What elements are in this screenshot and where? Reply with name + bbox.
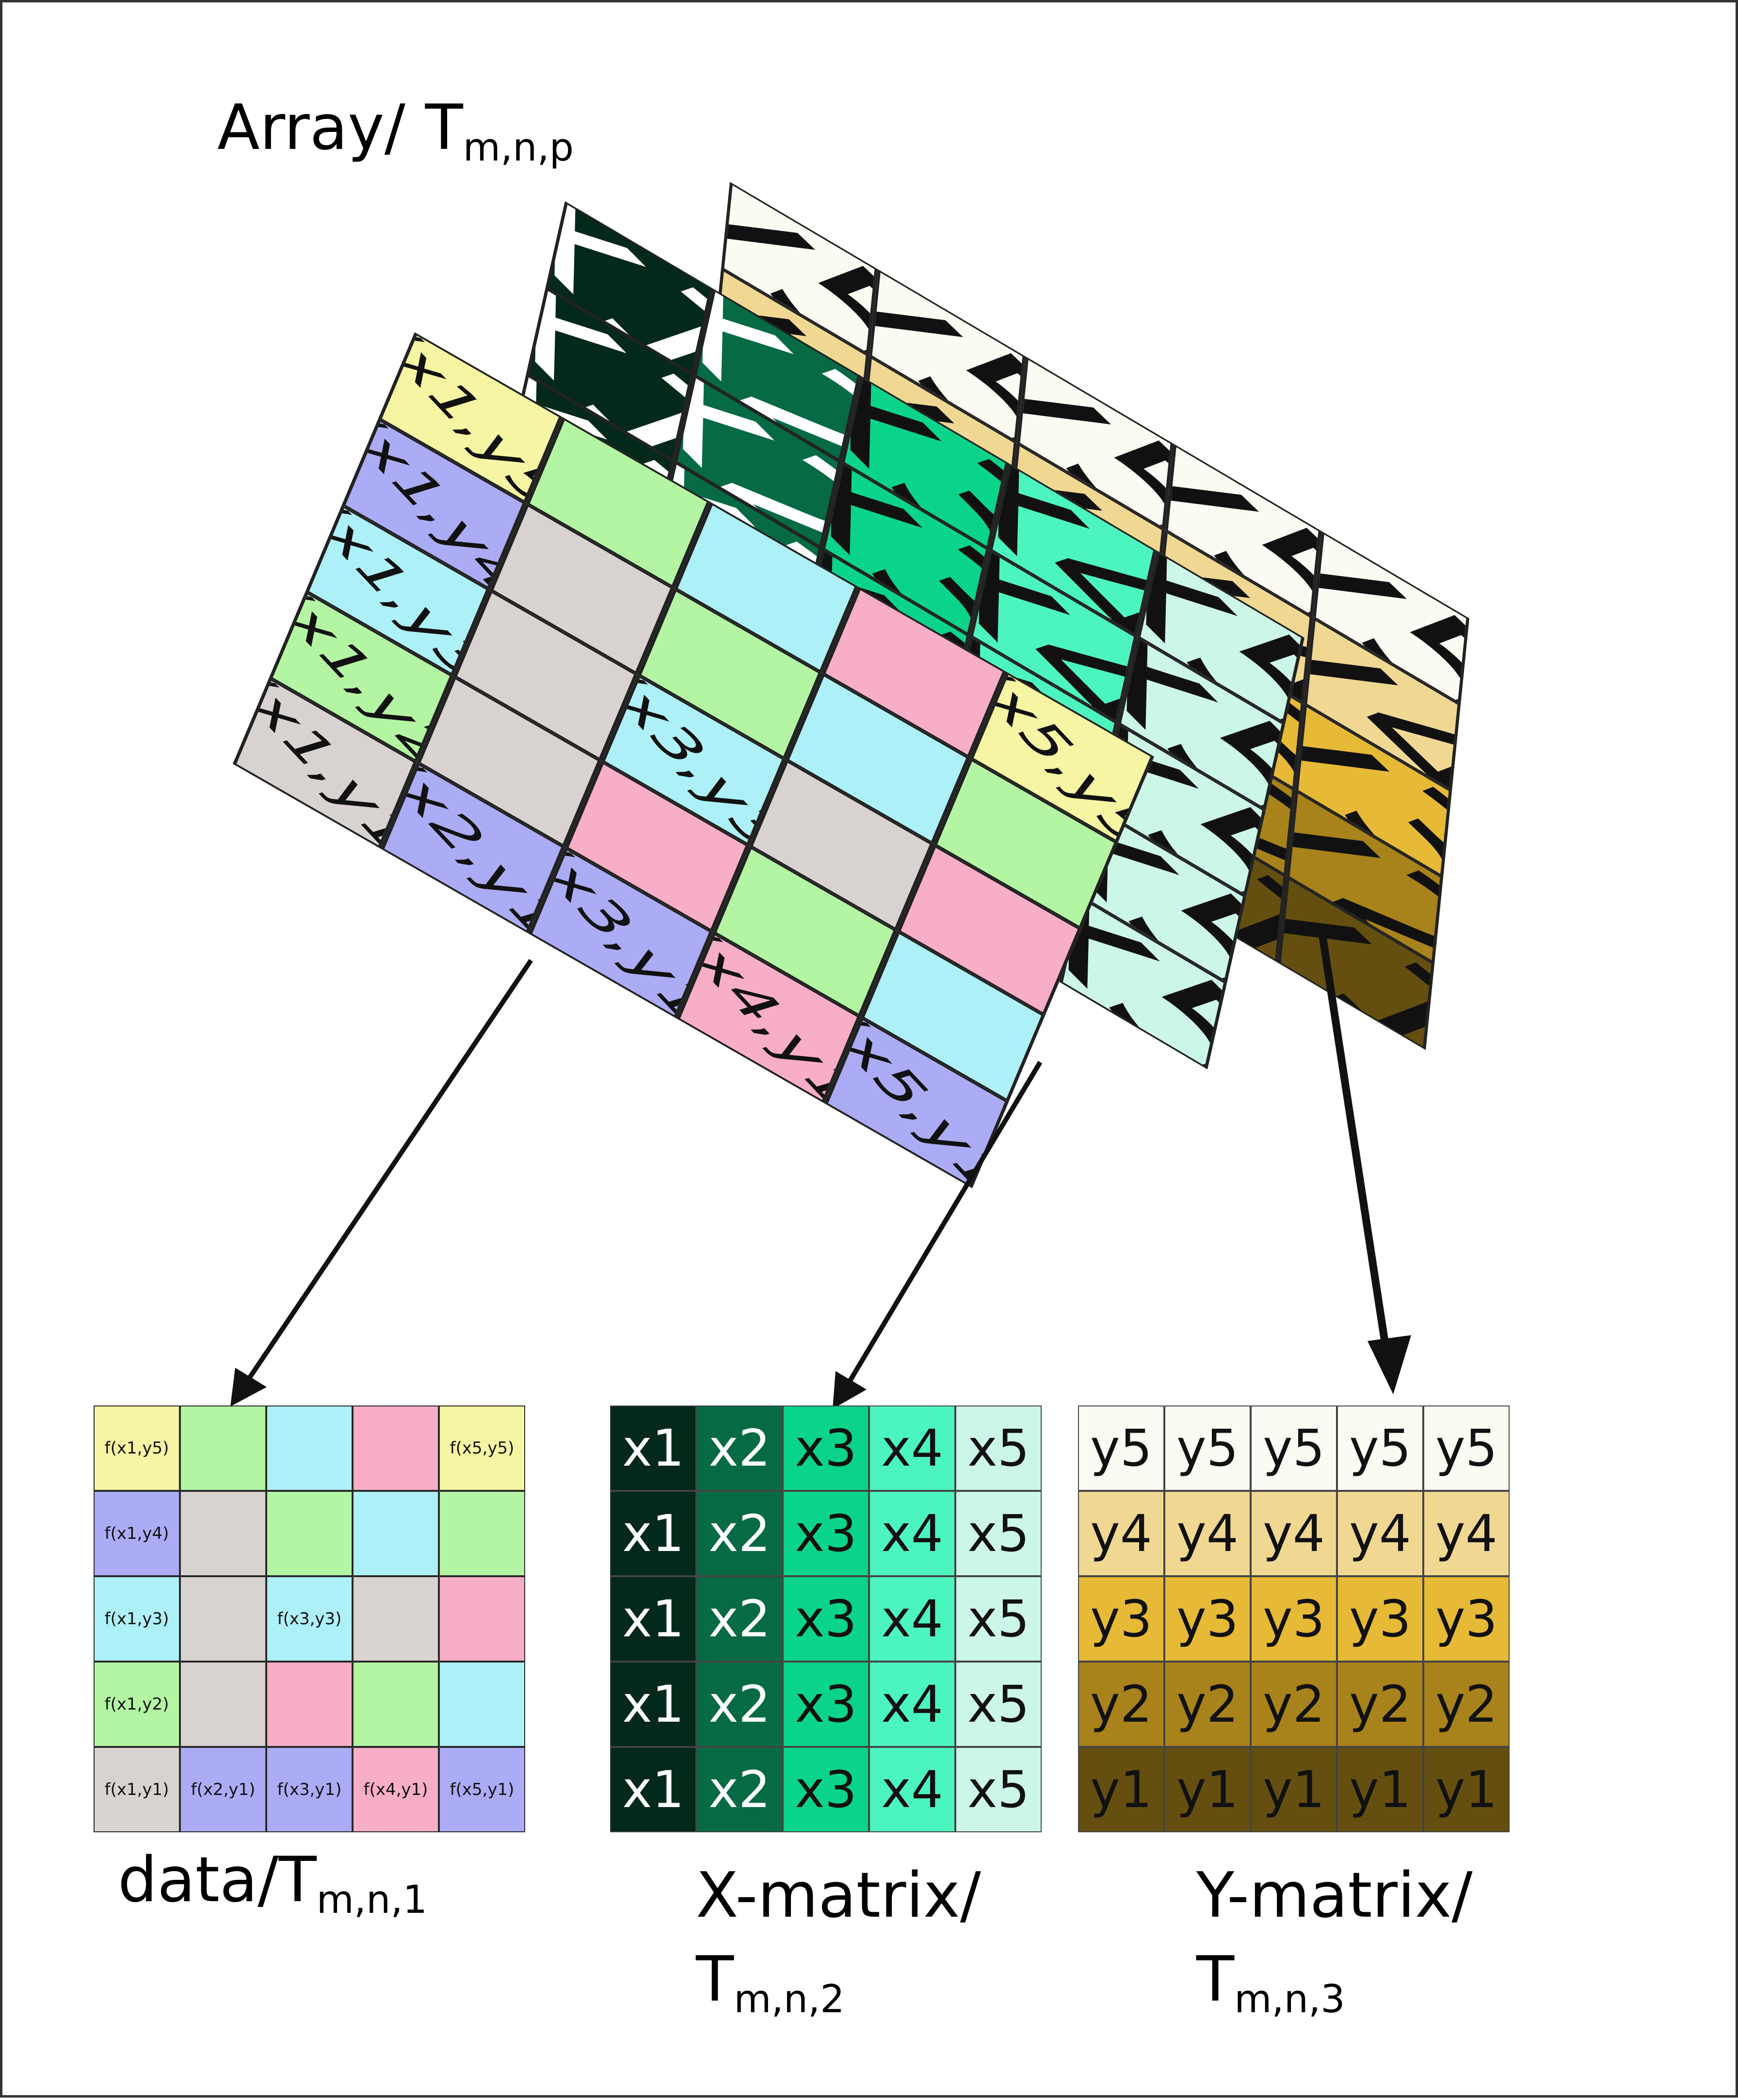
array-title-sub: m,n,p — [463, 124, 574, 170]
data-cell — [439, 1491, 525, 1576]
data-cell: f(x5,y1) — [439, 1747, 525, 1832]
data-cell: f(x1,y4) — [94, 1491, 180, 1576]
y-cell: y4 — [1423, 1491, 1510, 1576]
y-cell: y4 — [1337, 1491, 1423, 1576]
y-cell: y5 — [1337, 1405, 1423, 1491]
x-matrix-label-line1: X-matrix/ — [696, 1859, 981, 1932]
data-cell — [180, 1491, 266, 1576]
data-cell: f(x1,y3) — [94, 1576, 180, 1662]
x-matrix-label-line2: Tm,n,2 — [696, 1938, 981, 2025]
data-cell — [353, 1576, 439, 1662]
y-cell: y1 — [1164, 1747, 1251, 1832]
y-matrix-label: Y-matrix/ Tm,n,3 — [1196, 1854, 1473, 2025]
y-matrix-label-sub: m,n,3 — [1234, 1976, 1345, 2021]
y-matrix-label-line2: Tm,n,3 — [1196, 1938, 1473, 2025]
data-cell — [180, 1576, 266, 1662]
array-title: Array/ Tm,n,p — [217, 97, 574, 166]
x-cell: x2 — [696, 1747, 783, 1832]
data-label-sub: m,n,1 — [316, 1876, 428, 1922]
y-cell: y4 — [1078, 1491, 1164, 1576]
y-cell: y2 — [1251, 1662, 1337, 1747]
y-cell: y5 — [1078, 1405, 1164, 1491]
x-cell: x1 — [610, 1662, 696, 1747]
data-label: data/Tm,n,1 — [118, 1849, 427, 1919]
y-cell: y3 — [1078, 1576, 1164, 1662]
x-cell: x1 — [610, 1747, 696, 1832]
data-cell — [180, 1662, 266, 1747]
x-cell: x2 — [696, 1662, 783, 1747]
x-cell: x5 — [955, 1662, 1042, 1747]
y-cell: y2 — [1423, 1662, 1510, 1747]
data-cell: f(x1,y1) — [94, 1747, 180, 1832]
data-cell — [353, 1491, 439, 1576]
x-cell: x3 — [783, 1576, 869, 1662]
y-cell: y1 — [1423, 1747, 1510, 1832]
data-cell — [439, 1576, 525, 1662]
x-cell: x3 — [783, 1747, 869, 1832]
x-cell: x1 — [610, 1405, 696, 1491]
y-cell: y4 — [1164, 1491, 1251, 1576]
x-cell: x5 — [955, 1491, 1042, 1576]
x-cell: x5 — [955, 1576, 1042, 1662]
data-cell: f(x3,y1) — [266, 1747, 353, 1832]
arrow-to-y-matrix — [1318, 928, 1411, 1394]
data-cell — [180, 1405, 266, 1491]
x-cell: x3 — [783, 1405, 869, 1491]
y-cell: y5 — [1164, 1405, 1251, 1491]
arrow-to-x-matrix — [833, 1061, 1043, 1409]
data-cell: f(x3,y3) — [266, 1576, 353, 1662]
x-cell: x4 — [869, 1491, 955, 1576]
x-cell: x3 — [783, 1491, 869, 1576]
data-matrix: f(x1,y5) f(x5,y5) f(x1,y4)f(x1,y3) f(x3,y3)… — [94, 1405, 525, 1832]
x-cell: x5 — [955, 1747, 1042, 1832]
array-title-main: Array/ T — [217, 92, 463, 164]
y-cell: y1 — [1078, 1747, 1164, 1832]
x-cell: x3 — [783, 1662, 869, 1747]
x-cell: x4 — [869, 1662, 955, 1747]
y-cell: y3 — [1423, 1576, 1510, 1662]
data-cell: f(x5,y5) — [439, 1405, 525, 1491]
data-cell — [266, 1662, 353, 1747]
data-cell: f(x1,y5) — [94, 1405, 180, 1491]
x-matrix-label: X-matrix/ Tm,n,2 — [696, 1854, 981, 2025]
x-cell: x4 — [869, 1576, 955, 1662]
data-cell — [266, 1491, 353, 1576]
x-cell: x2 — [696, 1491, 783, 1576]
arrow-to-data — [230, 959, 533, 1406]
y-cell: y5 — [1251, 1405, 1337, 1491]
x-cell: x2 — [696, 1576, 783, 1662]
y-cell: y3 — [1164, 1576, 1251, 1662]
x-cell: x4 — [869, 1405, 955, 1491]
y-matrix-label-line1: Y-matrix/ — [1196, 1859, 1473, 1932]
y-cell: y1 — [1251, 1747, 1337, 1832]
y-cell: y1 — [1337, 1747, 1423, 1832]
data-cell — [266, 1405, 353, 1491]
data-cell: f(x4,y1) — [353, 1747, 439, 1832]
y-cell: y2 — [1337, 1662, 1423, 1747]
y-cell: y2 — [1078, 1662, 1164, 1747]
data-cell — [353, 1662, 439, 1747]
x-cell: x5 — [955, 1405, 1042, 1491]
y-cell: y4 — [1251, 1491, 1337, 1576]
y-matrix-label-main: T — [1196, 1943, 1235, 2016]
y-cell: y3 — [1251, 1576, 1337, 1662]
data-cell: f(x1,y2) — [94, 1662, 180, 1747]
y-cell: y3 — [1337, 1576, 1423, 1662]
x-matrix-label-main: T — [696, 1943, 734, 2016]
x-cell: x4 — [869, 1747, 955, 1832]
data-label-main: data/T — [118, 1844, 317, 1916]
data-cell — [353, 1405, 439, 1491]
data-cell: f(x2,y1) — [180, 1747, 266, 1832]
y-cell: y5 — [1423, 1405, 1510, 1491]
x-cell: x2 — [696, 1405, 783, 1491]
data-cell — [439, 1662, 525, 1747]
x-cell: x1 — [610, 1491, 696, 1576]
y-cell: y2 — [1164, 1662, 1251, 1747]
x-matrix-label-sub: m,n,2 — [734, 1976, 845, 2021]
x-cell: x1 — [610, 1576, 696, 1662]
